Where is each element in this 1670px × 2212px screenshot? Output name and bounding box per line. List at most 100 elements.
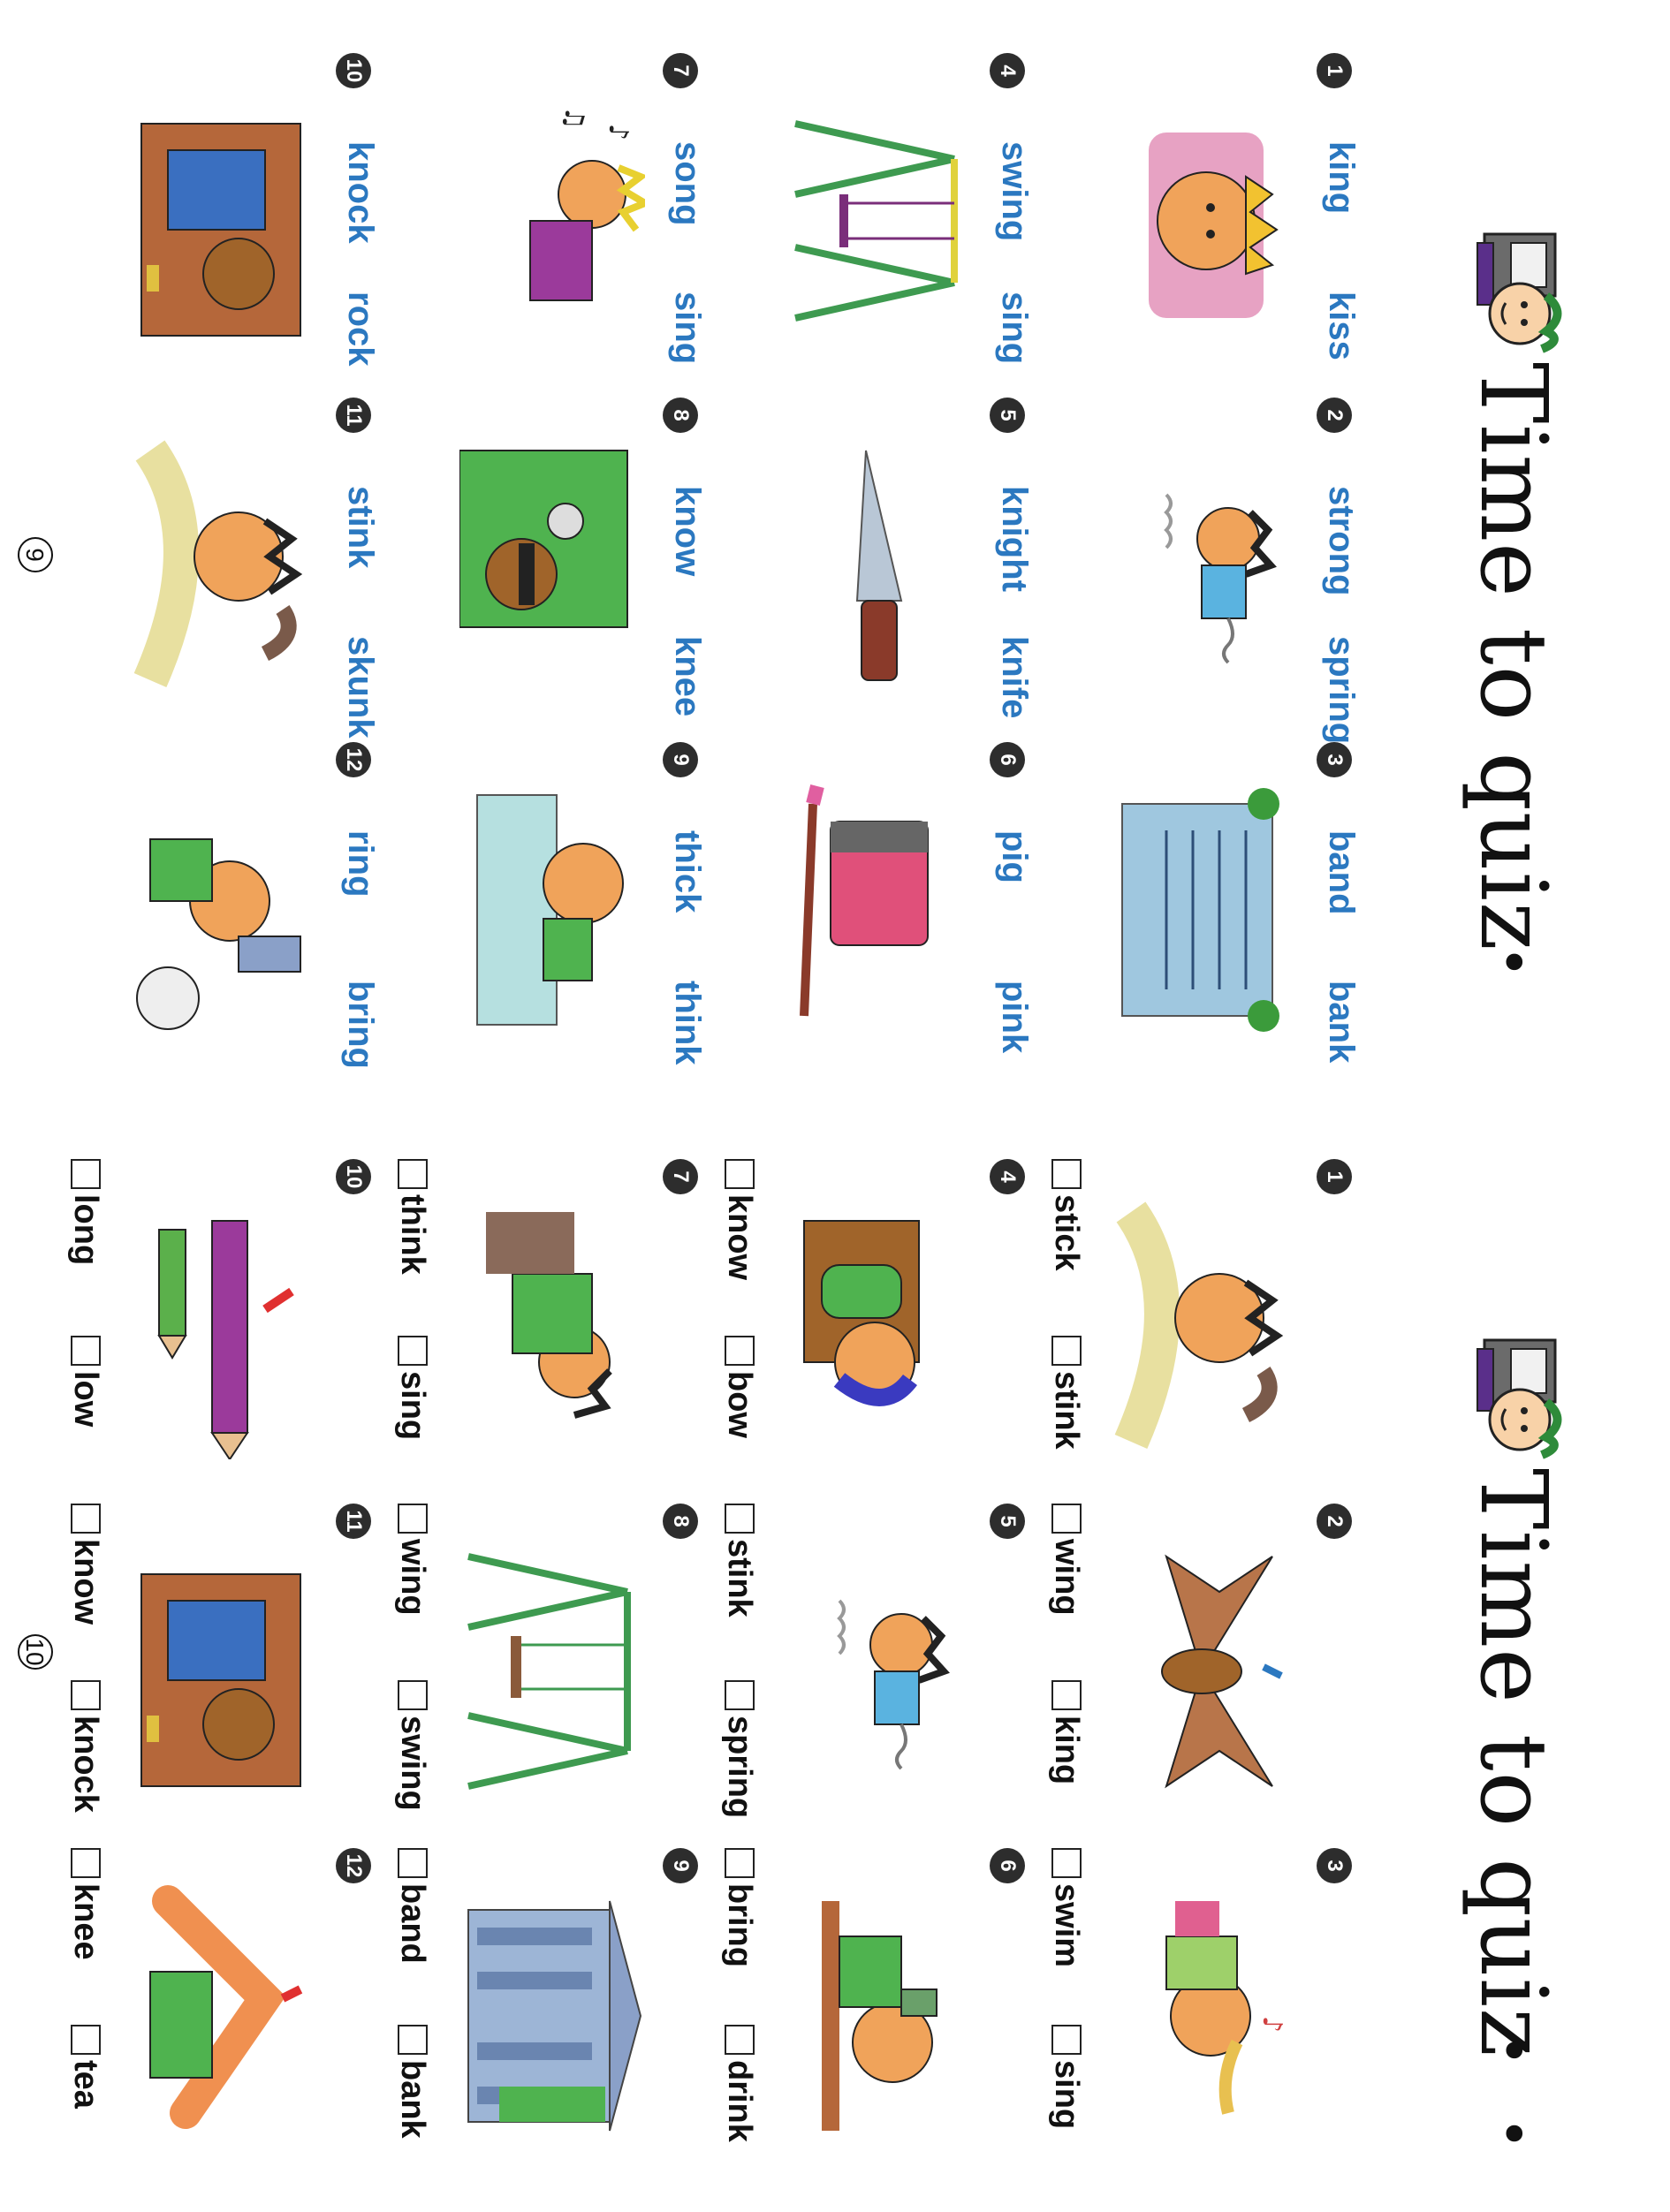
word-pair-item: 12 ring bring [62, 742, 380, 1095]
checkbox[interactable] [71, 1680, 101, 1710]
singing-girl-illustration-icon: ♪ [1165, 1901, 1287, 2115]
word-option: king [1322, 141, 1361, 215]
word-option: song [668, 141, 707, 226]
item-number: 3 [1317, 1848, 1352, 1883]
word-pair: know knee [654, 433, 707, 751]
checkbox[interactable] [1051, 1680, 1082, 1710]
answer-option[interactable]: spring [719, 1680, 760, 1818]
item-number: 1 [1317, 53, 1352, 88]
word-pair: song sing [654, 88, 707, 406]
answer-option[interactable]: bank [392, 2025, 433, 2139]
item-number: 12 [336, 1848, 371, 1883]
answer-option[interactable]: know [65, 1504, 106, 1625]
answer-option[interactable]: think [392, 1159, 433, 1275]
answer-option[interactable]: sing [1046, 2025, 1087, 2129]
quiz-level-dots: • • [1479, 2034, 1545, 2166]
word-option: bank [1322, 981, 1361, 1064]
option-label: bring [721, 1883, 759, 1967]
word-pair-item: 10 knock rock [62, 53, 380, 406]
word-pair: knock rock [327, 88, 380, 406]
checkbox[interactable] [725, 2025, 755, 2055]
answer-option[interactable]: long [65, 1159, 106, 1265]
checkbox[interactable] [725, 1848, 755, 1878]
boy-on-spring-illustration-icon [1164, 493, 1277, 664]
knife-illustration-icon [855, 450, 903, 681]
answer-option[interactable]: stink [1046, 1336, 1087, 1450]
checkbox[interactable] [398, 1159, 428, 1189]
answer-option[interactable]: tea [65, 2025, 106, 2109]
quiz-header: Time to quiz • [1440, 0, 1573, 1104]
choice-grid: 1 stick stink 2 [44, 1159, 1352, 2184]
checkbox[interactable] [1051, 2025, 1082, 2055]
answer-option[interactable]: sing [392, 1336, 433, 1440]
checkbox[interactable] [1051, 1848, 1082, 1878]
checkbox[interactable] [1051, 1336, 1082, 1366]
option-label: stink [721, 1539, 759, 1617]
choice-item: 7 think sing [389, 1159, 698, 1512]
answer-options: knee tea [62, 1848, 106, 2201]
swing-set-illustration-icon [794, 120, 958, 322]
word-option: knife [995, 636, 1034, 719]
item-number: 5 [990, 398, 1025, 433]
checkbox[interactable] [1051, 1159, 1082, 1189]
king-illustration-icon [1149, 133, 1279, 318]
checkbox[interactable] [398, 1680, 428, 1710]
answer-option[interactable]: stink [719, 1504, 760, 1617]
checkbox[interactable] [398, 1336, 428, 1366]
answer-option[interactable]: king [1046, 1680, 1087, 1784]
word-option: stink [341, 486, 380, 569]
word-pair-item: 5 knight knife [716, 398, 1034, 751]
option-label: band [394, 1883, 432, 1964]
checkbox[interactable] [725, 1504, 755, 1534]
checkbox[interactable] [71, 1848, 101, 1878]
answer-option[interactable]: knock [65, 1680, 106, 1813]
eagle-wing-illustration-icon [1161, 1554, 1283, 1789]
word-option: knee [668, 636, 707, 717]
answer-option[interactable]: stick [1046, 1159, 1087, 1271]
quiz-level-dots: • [1479, 945, 1545, 995]
option-label: know [721, 1194, 759, 1281]
checkbox[interactable] [398, 2025, 428, 2055]
checkbox[interactable] [1051, 1504, 1082, 1534]
bowing-boy-illustration-icon [803, 1220, 920, 1406]
answer-option[interactable]: swim [1046, 1848, 1087, 1967]
checkbox[interactable] [71, 1159, 101, 1189]
word-pair: swing sing [981, 88, 1034, 406]
answer-options: wing king [1043, 1504, 1087, 1857]
answer-option[interactable]: band [392, 1848, 433, 1964]
option-label: low [67, 1371, 105, 1428]
word-option: know [668, 486, 707, 577]
checkbox[interactable] [71, 1336, 101, 1366]
word-option: kiss [1322, 292, 1361, 360]
option-label: think [394, 1194, 432, 1275]
answer-option[interactable]: drink [719, 2025, 760, 2142]
choice-item: 4 know bow [716, 1159, 1025, 1512]
answer-option[interactable]: swing [392, 1680, 433, 1811]
checkbox[interactable] [71, 2025, 101, 2055]
word-pair-item: 3 band bank [1043, 742, 1361, 1095]
item-number: 6 [990, 742, 1025, 777]
word-pair-item: 11 stink skunk [62, 398, 380, 751]
checkbox[interactable] [725, 1680, 755, 1710]
checkbox[interactable] [398, 1504, 428, 1534]
word-pair: band bank [1308, 777, 1361, 1095]
answer-option[interactable]: wing [1046, 1504, 1087, 1616]
word-pair-item: 7 song sing ♪ ♫ [389, 53, 707, 406]
checkbox[interactable] [71, 1504, 101, 1534]
answer-option[interactable]: knee [65, 1848, 106, 1960]
item-number: 9 [663, 742, 698, 777]
choice-item: 3 ♪ swim sing [1043, 1848, 1352, 2201]
answer-option[interactable]: bring [719, 1848, 760, 1967]
checkbox[interactable] [398, 1848, 428, 1878]
answer-option[interactable]: bow [719, 1336, 760, 1438]
answer-option[interactable]: know [719, 1159, 760, 1280]
choice-item: 8 wing swing [389, 1504, 698, 1857]
answer-option[interactable]: wing [392, 1504, 433, 1616]
answer-option[interactable]: low [65, 1336, 106, 1427]
choice-item: 12 knee tea [62, 1848, 371, 2201]
word-pair-item: 9 thick think [389, 742, 707, 1095]
checkbox[interactable] [725, 1336, 755, 1366]
word-pair-item: 8 know knee [389, 398, 707, 751]
word-pair-item: 6 pig pink [716, 742, 1034, 1095]
checkbox[interactable] [725, 1159, 755, 1189]
